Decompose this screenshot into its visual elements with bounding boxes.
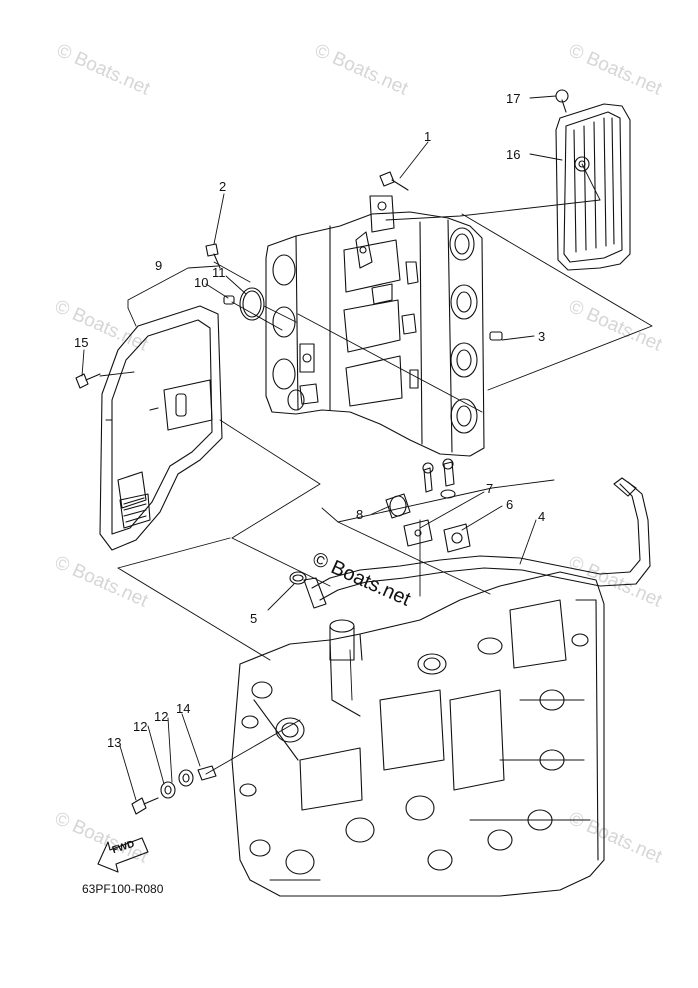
callout-13: 13 bbox=[107, 735, 122, 750]
callout-9: 9 bbox=[155, 258, 163, 273]
callout-10: 10 bbox=[194, 275, 209, 290]
callout-5: 5 bbox=[250, 611, 258, 626]
callout-14: 14 bbox=[176, 701, 191, 716]
o-ring-part-11 bbox=[239, 287, 265, 321]
callout-7: 7 bbox=[486, 481, 494, 496]
callout-11: 11 bbox=[212, 265, 226, 280]
callout-8: 8 bbox=[356, 507, 364, 522]
assembly-guide-lines bbox=[99, 163, 653, 775]
bolt-part-15 bbox=[75, 373, 101, 389]
clamp-part-6 bbox=[443, 523, 471, 553]
callout-2: 2 bbox=[219, 179, 227, 194]
callout-17: 17 bbox=[506, 91, 521, 106]
bolt-part-14 bbox=[197, 765, 217, 781]
callout-16: 16 bbox=[506, 147, 521, 162]
side-cover-part-9 bbox=[99, 305, 223, 551]
clip-part-5 bbox=[289, 571, 307, 585]
forward-direction-arrow bbox=[97, 837, 149, 873]
lower-engine-block bbox=[231, 571, 605, 897]
cylinder-head-upper bbox=[265, 195, 485, 457]
callout-12a: 12 bbox=[133, 719, 148, 734]
dowel-part-3 bbox=[489, 331, 503, 341]
bolt-part-2 bbox=[205, 243, 221, 269]
callout-leaders bbox=[81, 95, 563, 801]
diagram-code: 63PF100-R080 bbox=[82, 882, 164, 896]
callout-12b: 12 bbox=[154, 709, 169, 724]
callout-3: 3 bbox=[538, 329, 546, 344]
collar-part-12a bbox=[160, 781, 176, 799]
collar-part-12b bbox=[178, 769, 194, 787]
hose-part-4 bbox=[303, 477, 651, 609]
dowel-part-10 bbox=[223, 295, 235, 305]
bolt-part-1 bbox=[379, 171, 409, 191]
callout-15: 15 bbox=[74, 335, 89, 350]
callout-1: 1 bbox=[424, 129, 432, 144]
bolt-part-13 bbox=[131, 797, 159, 815]
cover-plate-part-16 bbox=[555, 103, 631, 271]
bracket-part-7 bbox=[403, 458, 456, 547]
callout-4: 4 bbox=[538, 509, 546, 524]
callout-6: 6 bbox=[506, 497, 514, 512]
bolt-part-17 bbox=[555, 89, 569, 113]
